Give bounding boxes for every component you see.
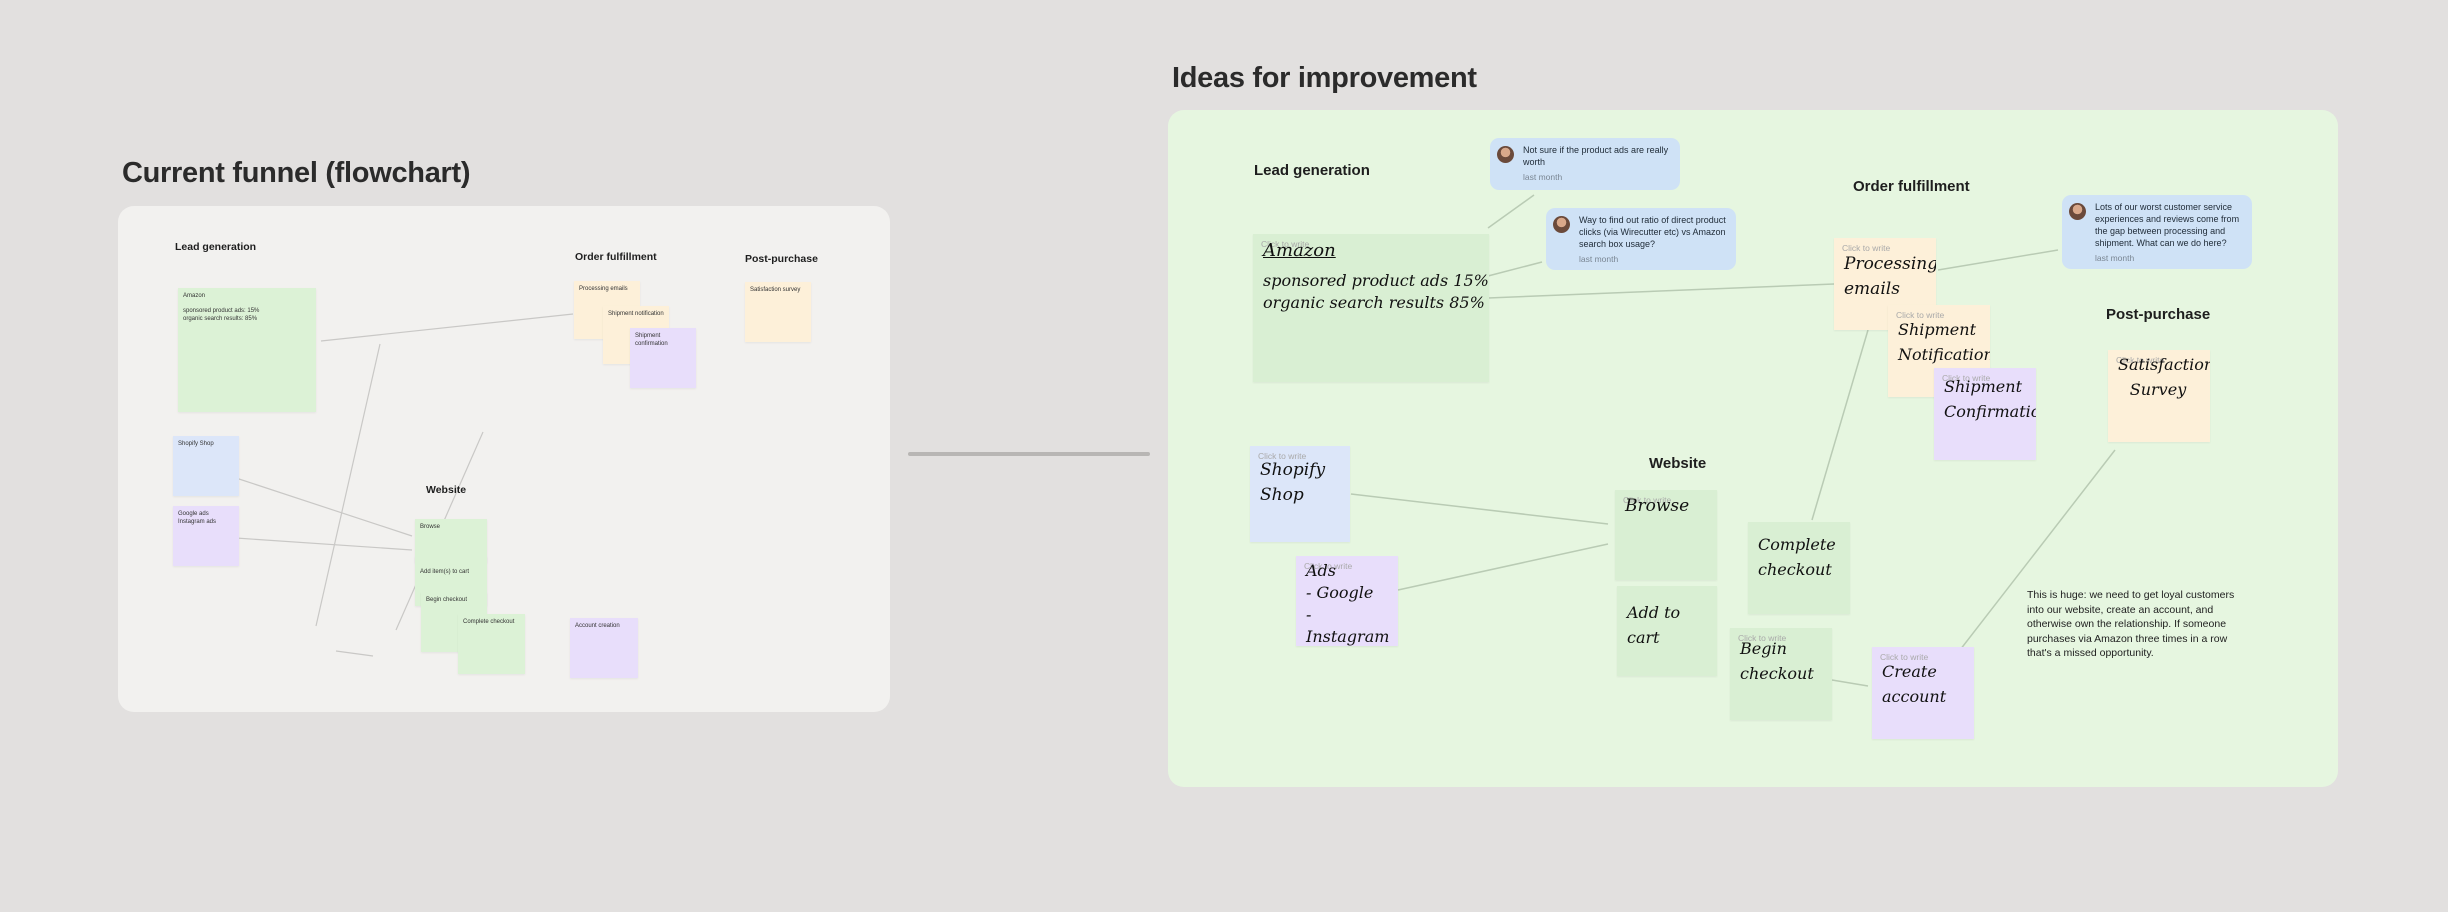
lead-generation-heading[interactable]: Lead generation (1254, 162, 1370, 179)
sticky-note-begin-checkout[interactable]: Click to write Begin checkout (1730, 628, 1832, 720)
sticky-note-satisfaction-survey[interactable]: Click to write Satisfaction Survey (2108, 350, 2210, 442)
handwritten-text: Ads - Google - Instagram (1306, 561, 1390, 646)
sticky-note-shopify[interactable]: Click to write Shopify Shop (1250, 446, 1350, 542)
note-placeholder: Click to write (1258, 451, 1307, 461)
post-purchase-heading[interactable]: Post-purchase (745, 253, 818, 265)
sticky-note-add-to-cart[interactable]: Add to cart (1617, 586, 1717, 676)
handwritten-title: Amazon (1263, 240, 1336, 261)
order-fulfillment-heading[interactable]: Order fulfillment (575, 251, 657, 263)
sticky-note-satisfaction-survey[interactable]: Satisfaction survey (745, 282, 811, 342)
sticky-note-text: Satisfaction survey (750, 287, 801, 293)
website-heading[interactable]: Website (426, 484, 467, 496)
sticky-note-text: Browse (420, 524, 441, 530)
post-purchase-heading[interactable]: Post-purchase (2106, 306, 2211, 323)
comment-time: last month (1579, 254, 1619, 264)
note-placeholder: Click to write (1942, 373, 1991, 383)
comment-time: last month (1523, 172, 1563, 182)
right-board[interactable]: Lead generation Order fulfillment Post-p… (1168, 110, 2338, 787)
comment-bubble[interactable]: Not sure if the product ads are really w… (1490, 138, 1680, 190)
note-placeholder: Click to write (1261, 239, 1310, 249)
order-fulfillment-heading[interactable]: Order fulfillment (1853, 178, 1970, 195)
board-connector-line[interactable] (908, 452, 1150, 456)
comment-message: Way to find out ratio of direct product … (1579, 215, 1726, 249)
avatar[interactable] (1553, 216, 1570, 233)
comment-bubble[interactable]: Way to find out ratio of direct product … (1546, 208, 1736, 270)
handwritten-text: Begin checkout (1740, 639, 1814, 683)
comment-bubble[interactable]: Lots of our worst customer service exper… (2062, 195, 2252, 269)
sticky-note-text: Processing emails (579, 286, 628, 292)
note-placeholder: Click to write (1842, 243, 1891, 253)
left-board[interactable]: Lead generation Order fulfillment Post-p… (118, 206, 890, 712)
handwritten-text: Shipment Notification (1898, 320, 1990, 364)
sticky-note-complete-checkout[interactable]: Complete checkout (1748, 522, 1850, 614)
sticky-note-browse[interactable]: Browse (415, 519, 487, 563)
handwritten-text: Satisfaction Survey (2118, 355, 2210, 399)
sticky-note-amazon[interactable]: Amazon sponsored product ads: 15% organi… (178, 288, 316, 412)
handwritten-text: Shopify Shop (1260, 460, 1326, 505)
sticky-note-browse[interactable]: Click to write Browse (1615, 490, 1717, 580)
note-placeholder: Click to write (1738, 633, 1787, 643)
sticky-note-text: Shopify Shop (178, 441, 214, 447)
right-board-connectors (1350, 194, 2116, 687)
sticky-note-text: Account creation (575, 623, 620, 629)
sticky-note-text: Begin checkout (426, 597, 468, 603)
sticky-note-text: Amazon sponsored product ads: 15% organi… (183, 293, 260, 322)
sticky-note-account-creation[interactable]: Account creation (570, 618, 638, 678)
sticky-note-shopify[interactable]: Shopify Shop (173, 436, 239, 496)
sticky-note-amazon[interactable]: Click to write Amazon sponsored product … (1253, 234, 1489, 382)
note-placeholder: Click to write (1623, 495, 1672, 505)
sticky-note-text: Shipment notification (608, 311, 664, 317)
sticky-note-text: Shipment confirmation (635, 333, 668, 347)
comment-message: Lots of our worst customer service exper… (2095, 202, 2240, 248)
lead-generation-heading[interactable]: Lead generation (175, 241, 257, 253)
comment-message: Not sure if the product ads are really w… (1523, 145, 1669, 167)
sticky-note-text: Add item(s) to cart (420, 569, 470, 575)
note-placeholder: Click to write (1880, 652, 1929, 662)
avatar[interactable] (1497, 146, 1514, 163)
comment-text: Not sure if the product ads are really w… (1523, 144, 1672, 183)
comment-text: Way to find out ratio of direct product … (1579, 214, 1728, 265)
comment-time: last month (2095, 253, 2135, 263)
sticky-note-create-account[interactable]: Click to write Create account (1872, 647, 1974, 739)
sticky-note-ads[interactable]: Google ads Instagram ads (173, 506, 239, 566)
annotation-text[interactable]: This is huge: we need to get loyal custo… (2027, 589, 2235, 659)
website-heading[interactable]: Website (1649, 455, 1707, 472)
sticky-note-complete-checkout[interactable]: Complete checkout (458, 614, 525, 674)
sticky-note-ads[interactable]: Click to write Ads - Google - Instagram (1296, 556, 1398, 646)
note-placeholder: Click to write (1896, 310, 1945, 320)
left-board-title[interactable]: Current funnel (flowchart) (122, 157, 471, 189)
right-board-title[interactable]: Ideas for improvement (1172, 62, 1477, 94)
note-placeholder: Click to write (2116, 355, 2165, 365)
sticky-note-shipment-confirmation[interactable]: Click to write Shipment Confirmation (1934, 368, 2036, 460)
handwritten-text: Browse (1625, 496, 1690, 516)
sticky-note-shipment-confirmation[interactable]: Shipment confirmation (630, 328, 696, 388)
comment-text: Lots of our worst customer service exper… (2095, 201, 2244, 264)
handwritten-text: Complete checkout (1758, 535, 1836, 579)
handwritten-text: Processing emails (1844, 254, 1936, 299)
note-placeholder: Click to write (1304, 561, 1353, 571)
avatar[interactable] (2069, 203, 2086, 220)
handwritten-text: Create account (1882, 662, 1947, 706)
handwritten-text: sponsored product ads 15% organic search… (1263, 271, 1489, 312)
sticky-note-text: Google ads Instagram ads (178, 511, 217, 525)
sticky-note-text: Complete checkout (463, 619, 515, 625)
handwritten-text: Shipment Confirmation (1944, 377, 2036, 421)
handwritten-text: Add to cart (1627, 603, 1681, 647)
